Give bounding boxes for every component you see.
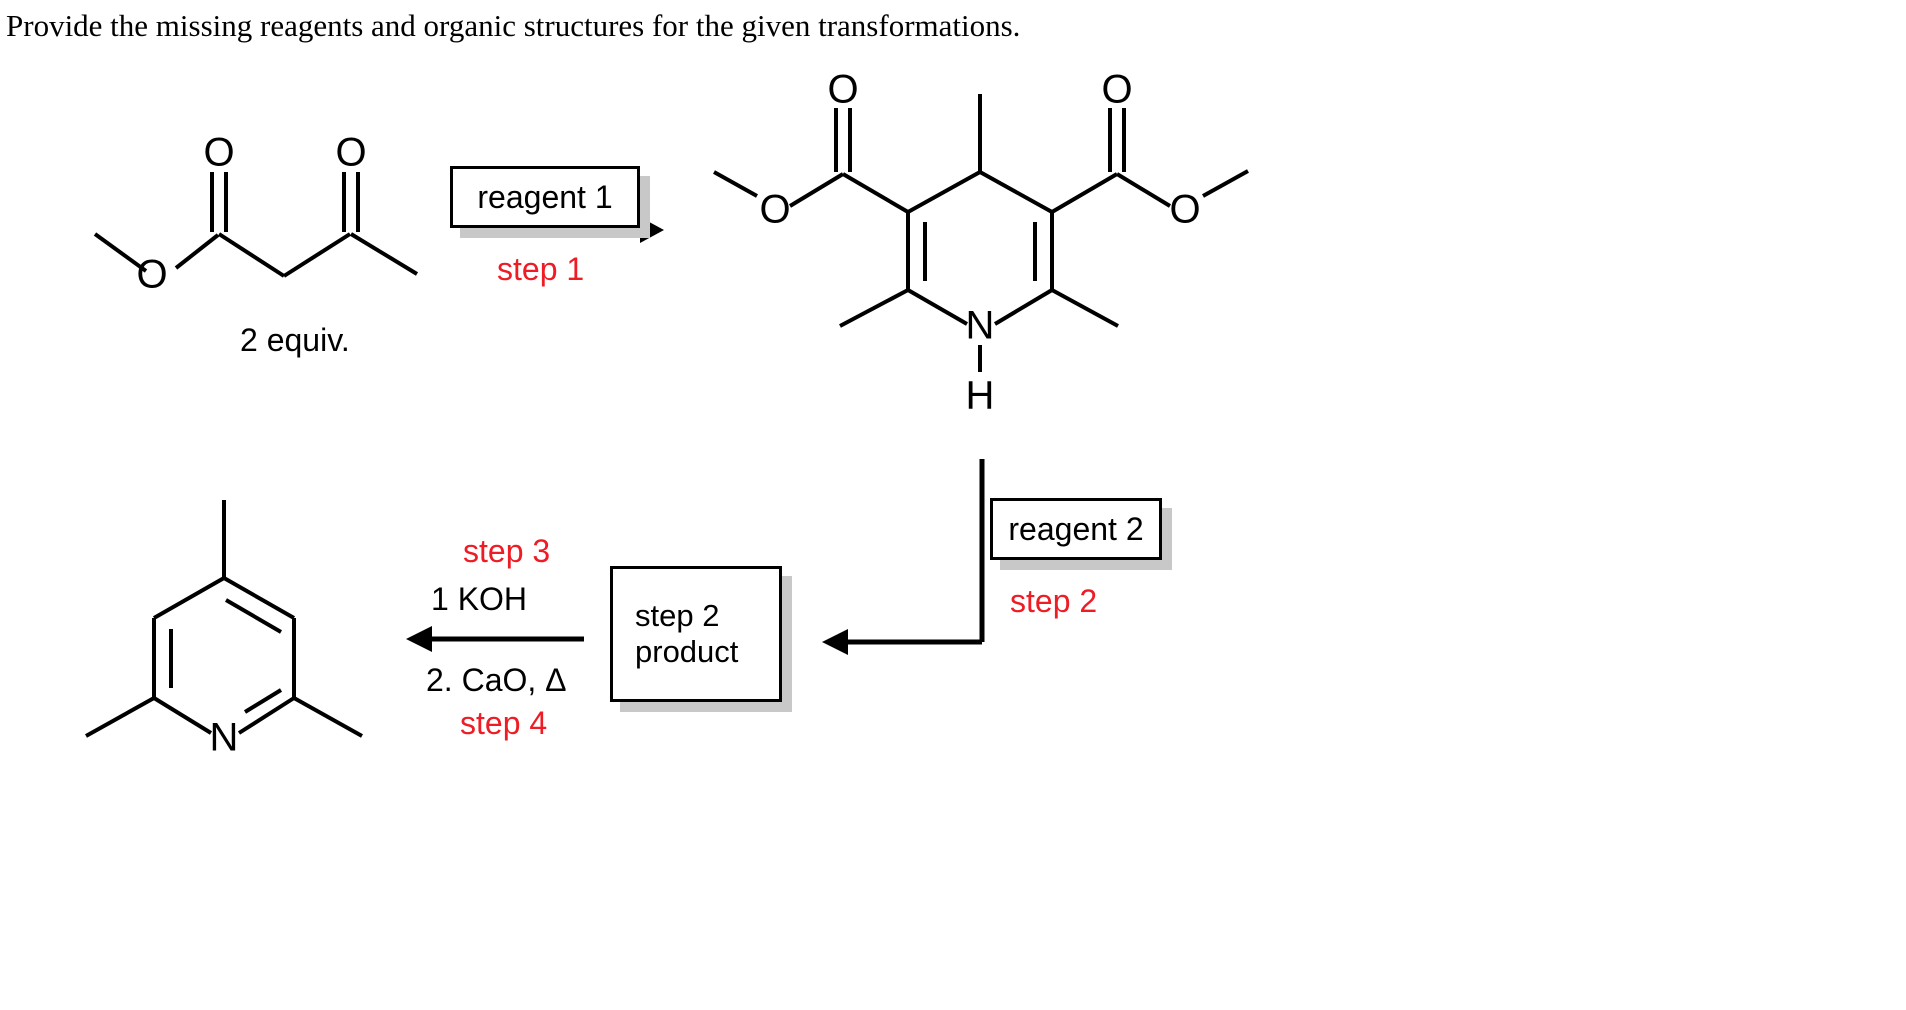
step-1-label: step 1 xyxy=(497,251,585,287)
atom-label-right-ester-oxygen: O xyxy=(1169,188,1200,232)
atom-label-ester-oxygen: O xyxy=(136,253,167,297)
atom-label-ring-nitrogen: N xyxy=(966,304,995,348)
atom-label-ketone-carbonyl-oxygen: O xyxy=(335,131,366,175)
step-4-label: step 4 xyxy=(460,705,548,741)
step-1-arrow xyxy=(470,217,664,243)
step-2-product-placeholder-box[interactable]: step 2 product xyxy=(610,566,782,702)
reagent-1-placeholder-box[interactable]: reagent 1 xyxy=(450,166,640,228)
atom-label-collidine-nitrogen: N xyxy=(210,716,239,760)
equivalents-label: 2 equiv. xyxy=(240,322,350,358)
structure-hantzsch-ester: O O O O N H xyxy=(713,68,1249,418)
cao-heat-reagent-label: 2. CaO, Δ xyxy=(426,662,567,698)
atom-label-nitrogen-hydrogen: H xyxy=(966,374,995,418)
atom-label-ester-carbonyl-oxygen: O xyxy=(203,131,234,175)
structure-methyl-acetoacetate: O O O xyxy=(93,131,419,297)
koh-reagent-label: 1 KOH xyxy=(431,581,528,617)
page-title: Provide the missing reagents and organic… xyxy=(6,8,1021,43)
atom-label-left-ester-oxygen: O xyxy=(759,188,790,232)
atom-label-right-carbonyl-oxygen: O xyxy=(1101,68,1132,112)
step-3-4-arrow xyxy=(406,626,584,652)
reagent-2-placeholder-box[interactable]: reagent 2 xyxy=(990,498,1162,560)
step-2-label: step 2 xyxy=(1010,583,1098,619)
structure-collidine: N xyxy=(85,500,363,760)
atom-label-left-carbonyl-oxygen: O xyxy=(827,68,858,112)
step-2-arrow xyxy=(822,459,985,655)
step-2-product-line-2: product xyxy=(635,634,739,669)
step-3-label: step 3 xyxy=(463,533,551,569)
step-2-product-line-1: step 2 xyxy=(635,598,720,634)
